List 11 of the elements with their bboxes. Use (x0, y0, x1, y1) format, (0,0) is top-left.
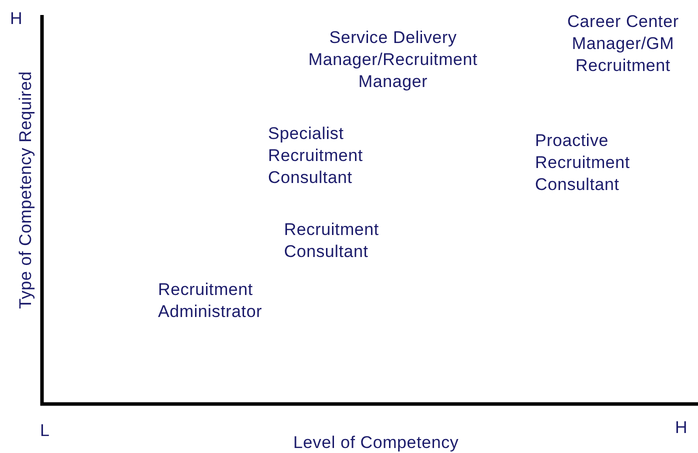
role-label: Recruitment Administrator (158, 279, 264, 323)
role-label: Career Center Manager/GM Recruitment (566, 11, 680, 77)
axis-end-label: H (10, 8, 23, 30)
axis-start-label: L (40, 420, 50, 442)
axis-title: Level of Competency (292, 432, 460, 453)
axis-end-label: H (675, 417, 688, 439)
role-label: Recruitment Consultant (284, 219, 380, 263)
role-label: Proactive Recruitment Consultant (535, 130, 631, 196)
axis-title: Type of Competency Required (14, 71, 36, 309)
role-label: Service Delivery Manager/Recruitment Manager (307, 27, 479, 93)
role-label: Specialist Recruitment Consultant (268, 123, 364, 189)
